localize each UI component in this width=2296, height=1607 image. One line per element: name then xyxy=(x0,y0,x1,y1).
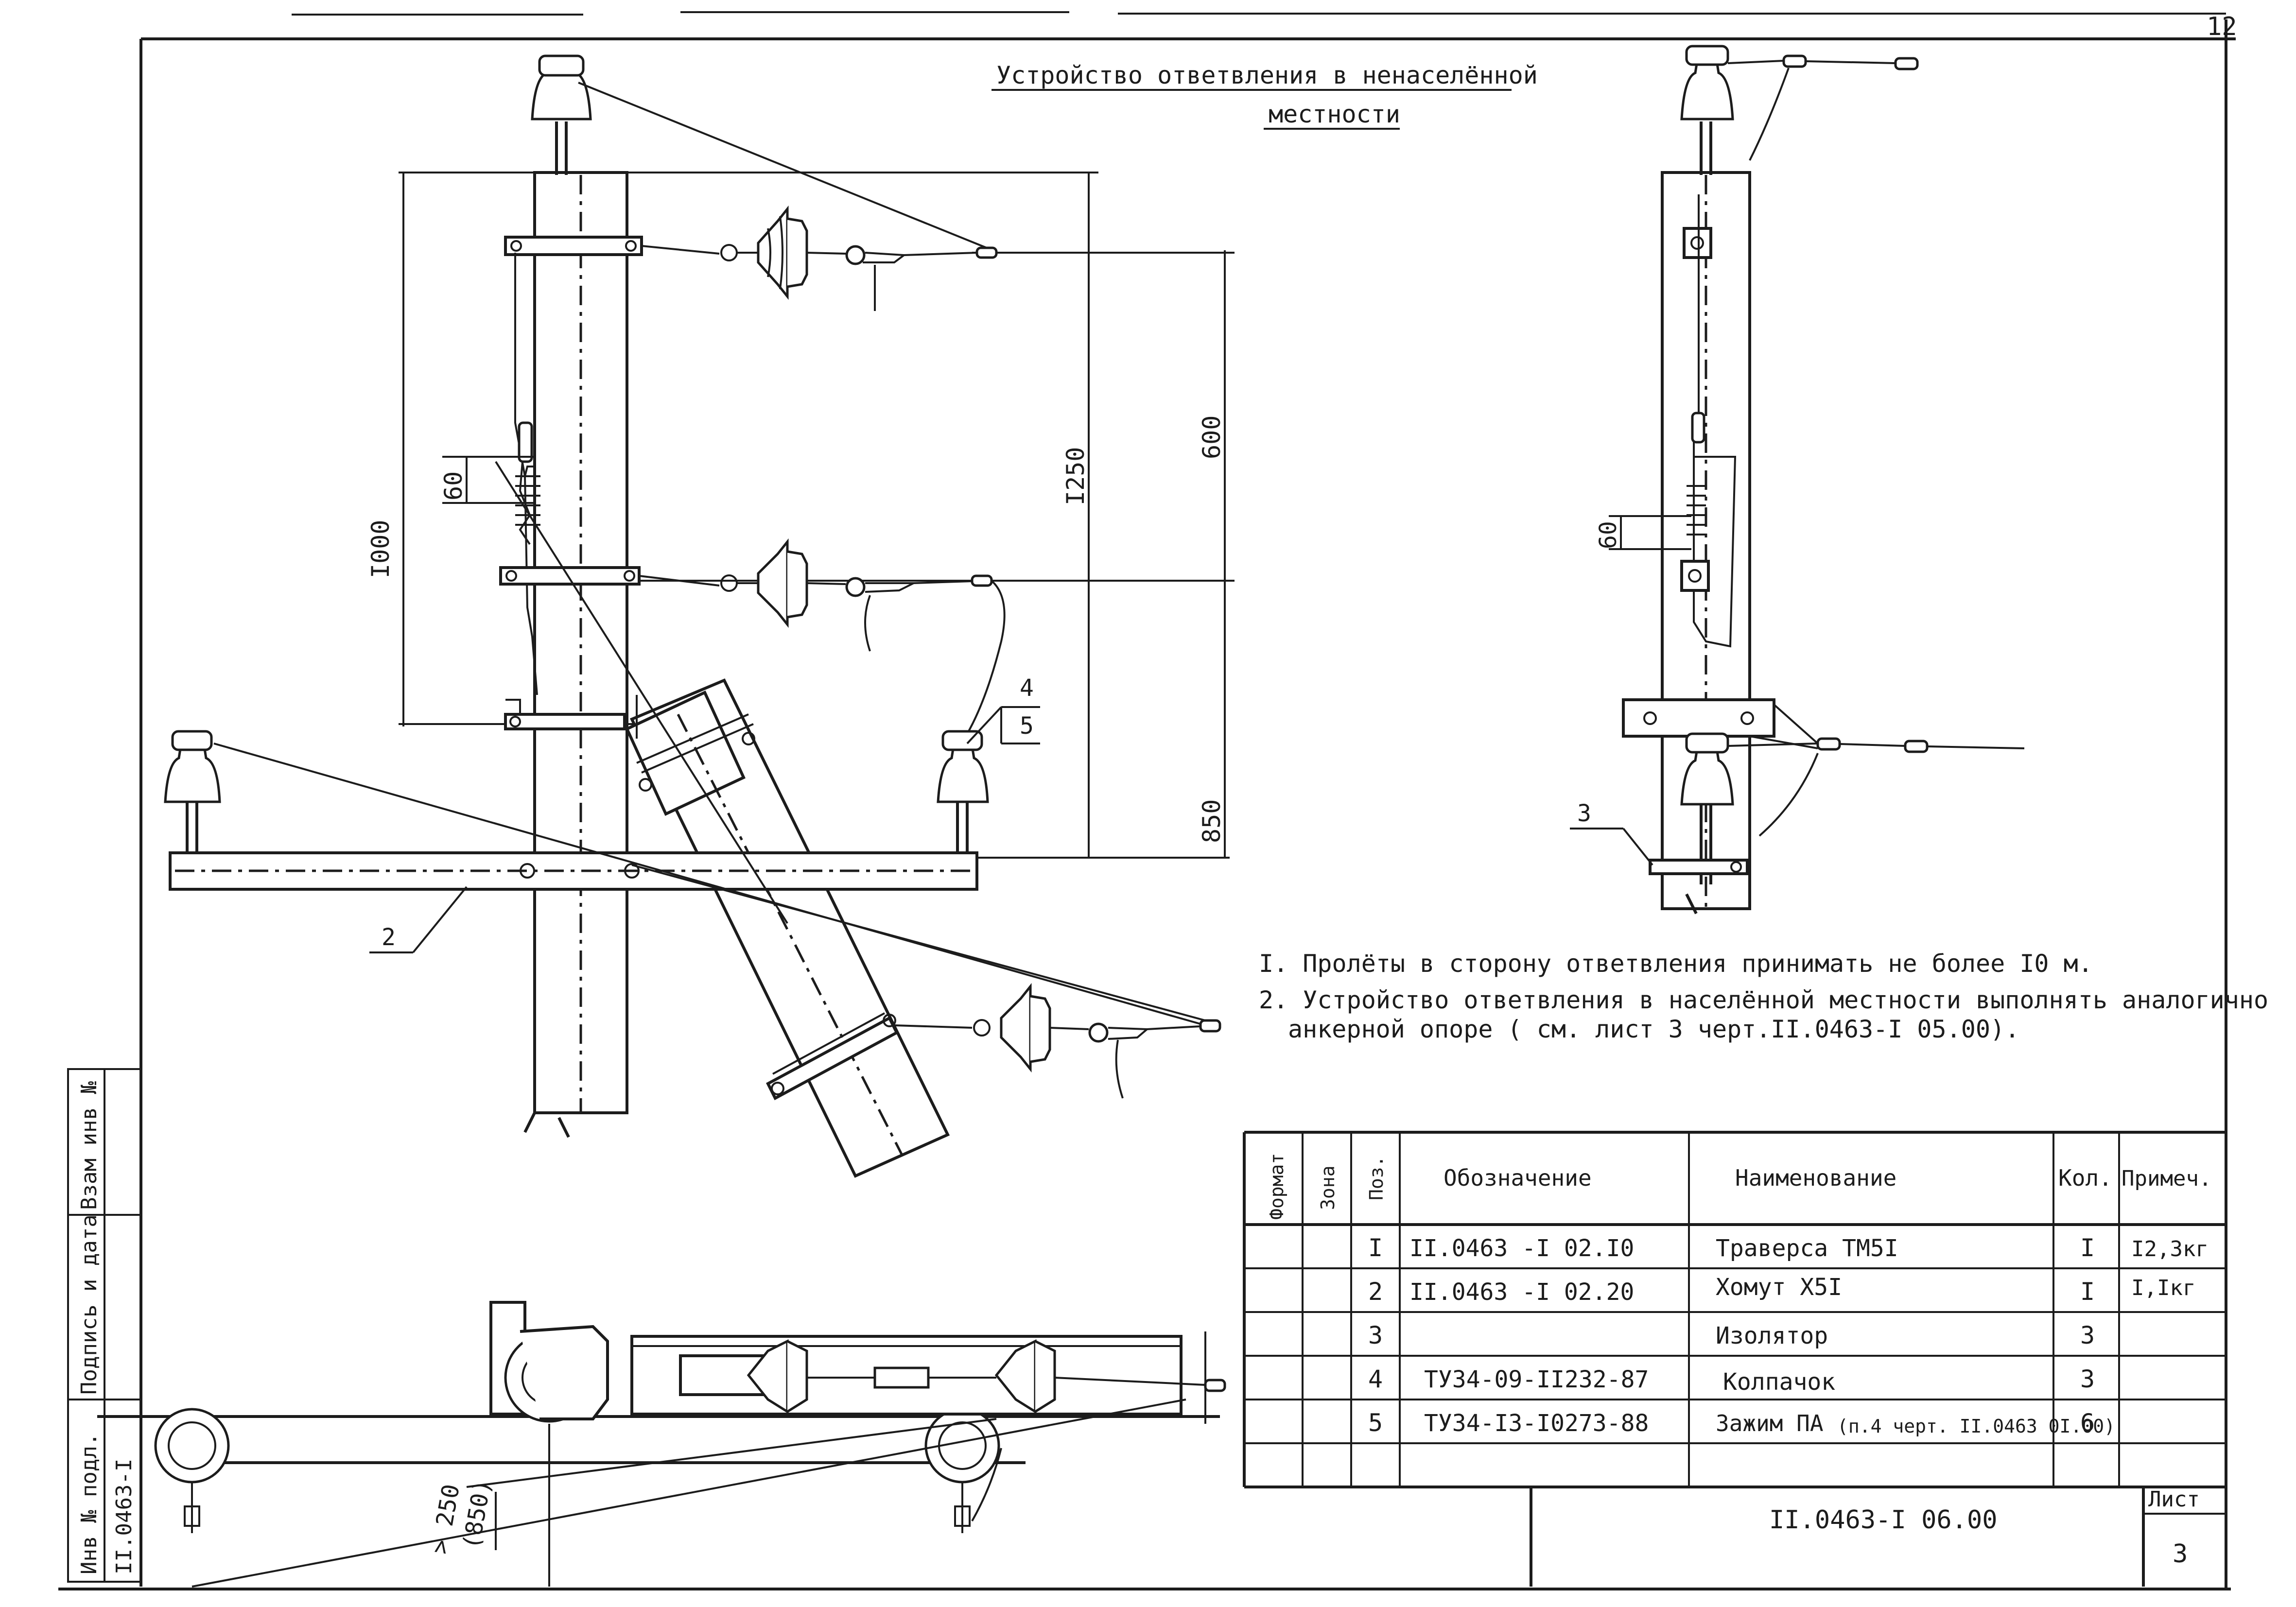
table-row-5-qty: 6 xyxy=(2080,1409,2095,1437)
table-row-5-name: Зажим ПА xyxy=(1716,1410,1824,1436)
stamp-inv2-label: Взам инв № xyxy=(77,1081,102,1210)
table-row-4-pos: 4 xyxy=(1368,1365,1383,1393)
upper-tension-wire xyxy=(578,82,987,249)
table-row-3-qty: 3 xyxy=(2080,1321,2095,1349)
right-pin-insulator xyxy=(937,744,989,803)
table-row-1-qty: I xyxy=(2080,1234,2095,1262)
table-row-5-designation: ТУ34-I3-I0273-88 xyxy=(1424,1410,1649,1437)
callout-3: 3 xyxy=(1577,800,1591,827)
title-block xyxy=(1530,1487,2226,1587)
sheet-label: Лист xyxy=(2148,1487,2200,1512)
left-pin-insulator xyxy=(164,744,221,803)
stamp-sign-label: Подпись и дата xyxy=(77,1214,102,1395)
table-row-2-qty: I xyxy=(2080,1278,2095,1306)
dimension-1250: I250 xyxy=(1061,447,1090,505)
table-header-qty: Кол. xyxy=(2058,1165,2112,1191)
note-2-cont: анкерной опоре ( см. лист 3 черт.II.0463… xyxy=(1288,1015,2019,1043)
side-stamp xyxy=(67,1068,142,1583)
page-corner-number: 12 xyxy=(2207,12,2237,41)
document-number: II.0463-I 06.00 xyxy=(1769,1505,1998,1535)
dimension-60-right: 60 xyxy=(1595,521,1622,549)
table-row-5-pos: 5 xyxy=(1368,1409,1383,1437)
stamp-inv-value: II.0463-I xyxy=(112,1459,137,1574)
plan-view xyxy=(97,1301,1226,1588)
callout-5: 5 xyxy=(1020,712,1034,740)
table-header-zone: Зона xyxy=(1317,1165,1339,1210)
table-row-1-note: I2,3кг xyxy=(2131,1237,2209,1261)
table-row-5-name-extra: (п.4 черт. II.0463 0I.00) xyxy=(1837,1416,2115,1437)
table-row-4-name: Колпачок xyxy=(1723,1368,1835,1396)
table-row-3-name: Изолятор xyxy=(1716,1322,1828,1349)
diagonal-strut xyxy=(625,678,950,1178)
table-row-2-note: I,Iкг xyxy=(2131,1276,2195,1300)
dimension-850: 850 xyxy=(1198,799,1226,843)
table-row-4-qty: 3 xyxy=(2080,1365,2095,1393)
branch-wire xyxy=(213,743,1206,1026)
table-header-format: Формат xyxy=(1266,1153,1287,1220)
side-crossarm xyxy=(1622,698,1775,738)
note-2: 2. Устройство ответвления в населённой м… xyxy=(1259,986,2268,1014)
drawing-title-line2: местности xyxy=(1269,100,1400,128)
table-header-designation: Обозначение xyxy=(1444,1165,1592,1191)
table-row-2-pos: 2 xyxy=(1368,1278,1383,1306)
table-row-3-pos: 3 xyxy=(1368,1321,1383,1349)
table-row-1-pos: I xyxy=(1368,1234,1383,1262)
side-view xyxy=(1570,45,2025,915)
sheet-frame xyxy=(58,11,2236,1590)
upper-suspension-insulator xyxy=(757,205,789,300)
middle-suspension-insulator xyxy=(757,538,789,628)
table-header-note: Примеч. xyxy=(2122,1166,2211,1191)
callout-4: 4 xyxy=(1020,674,1034,702)
dimension-60-left: 60 xyxy=(439,471,468,501)
stamp-inv-label: Инв № подл. xyxy=(77,1433,102,1574)
callout-2: 2 xyxy=(382,924,396,951)
table-row-1-name: Траверса ТМ5I xyxy=(1716,1235,1898,1262)
spec-table xyxy=(1243,1131,2226,1488)
lower-suspension-insulator xyxy=(1000,983,1032,1073)
main-front-view xyxy=(164,54,1235,1178)
table-row-1-designation: II.0463 -I 02.I0 xyxy=(1409,1235,1634,1262)
note-1: I. Пролёты в сторону ответвления принима… xyxy=(1259,950,2093,978)
table-header-pos: Поз. xyxy=(1366,1156,1387,1200)
dimension-1000: I000 xyxy=(366,520,395,578)
sheet-number: 3 xyxy=(2173,1539,2188,1569)
table-header-name: Наименование xyxy=(1735,1165,1896,1191)
table-row-2-designation: II.0463 -I 02.20 xyxy=(1409,1279,1634,1306)
drawing-title-line1: Устройство ответвления в ненаселённой xyxy=(996,61,1538,89)
table-row-4-designation: ТУ34-09-II232-87 xyxy=(1424,1366,1649,1393)
plan-left-insulator xyxy=(154,1408,230,1484)
dimension-600: 600 xyxy=(1198,415,1226,459)
table-row-2-name: Хомут Х5I xyxy=(1716,1274,1842,1301)
